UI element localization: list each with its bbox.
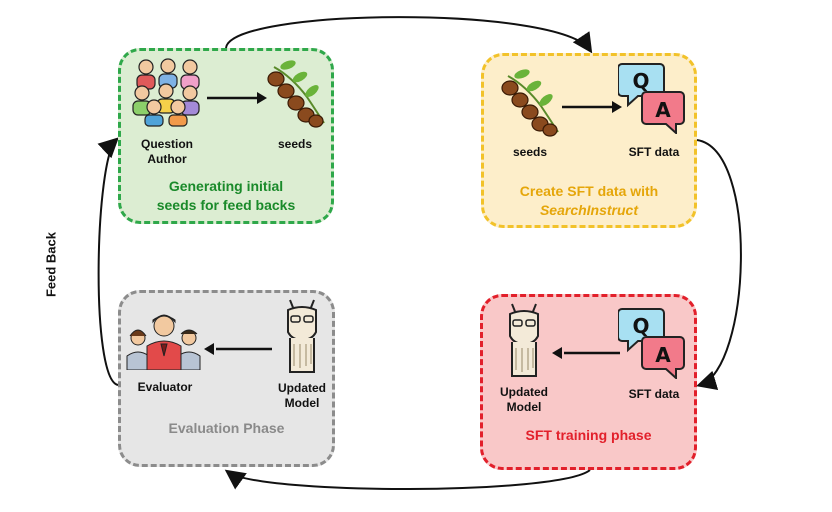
qa-chat-icon: Q A: [618, 308, 685, 379]
seeds-label-initial: seeds: [277, 137, 313, 151]
evaluator-label: Evaluator: [137, 380, 193, 394]
a-letter: A: [655, 98, 671, 122]
arrow-evaluation-to-initial: [97, 137, 119, 386]
q-letter: Q: [632, 69, 649, 93]
arrow-seeds-to-sft: [562, 101, 622, 113]
sft-data-label-create: SFT data: [628, 145, 680, 159]
initial-title: Generating initial seeds for feed backs: [118, 177, 334, 215]
sft-data-label-training: SFT data: [628, 387, 680, 401]
seeds-icon: [267, 60, 325, 128]
llama-icon: [287, 299, 317, 373]
seeds-icon: [501, 69, 559, 137]
create-title-line1: Create SFT data with: [519, 183, 659, 199]
evaluation-title: Evaluation Phase: [168, 420, 285, 436]
seeds-label-create: seeds: [512, 145, 548, 159]
question-author-label: Question Author: [128, 137, 206, 167]
arrow-training-to-evaluation: [224, 469, 591, 490]
evaluator-group-icon: [126, 314, 201, 370]
llama-icon: [509, 303, 539, 377]
initial-title-line2: seeds for feed backs: [156, 197, 296, 213]
updated-model-line2-training: Model: [506, 400, 542, 414]
feedback-label: Feed Back: [43, 231, 59, 298]
updated-model-line1-evaluation: Updated: [278, 381, 326, 395]
training-title: SFT training phase: [525, 427, 652, 443]
arrow-initial-to-create: [225, 16, 593, 54]
arrow-create-to-training: [696, 139, 742, 390]
arrow-sft-to-model: [552, 347, 620, 359]
arrow-model-to-evaluator: [204, 343, 272, 355]
create-title-line2: SearchInstruct: [539, 202, 639, 218]
arrow-author-to-seeds: [207, 92, 267, 104]
create-title: Create SFT data with SearchInstruct: [481, 182, 697, 220]
updated-model-line2-evaluation: Model: [284, 396, 320, 410]
question-author-text: Question Author: [140, 137, 193, 166]
updated-model-line1-training: Updated: [500, 385, 548, 399]
updated-model-label-training: Updated Model: [492, 385, 556, 415]
qa-chat-icon: Q A: [618, 63, 685, 134]
a-letter: A: [655, 343, 671, 367]
initial-title-line1: Generating initial: [168, 178, 284, 194]
crowd-icon: [132, 58, 200, 127]
updated-model-label-evaluation: Updated Model: [270, 381, 334, 411]
q-letter: Q: [632, 314, 649, 338]
